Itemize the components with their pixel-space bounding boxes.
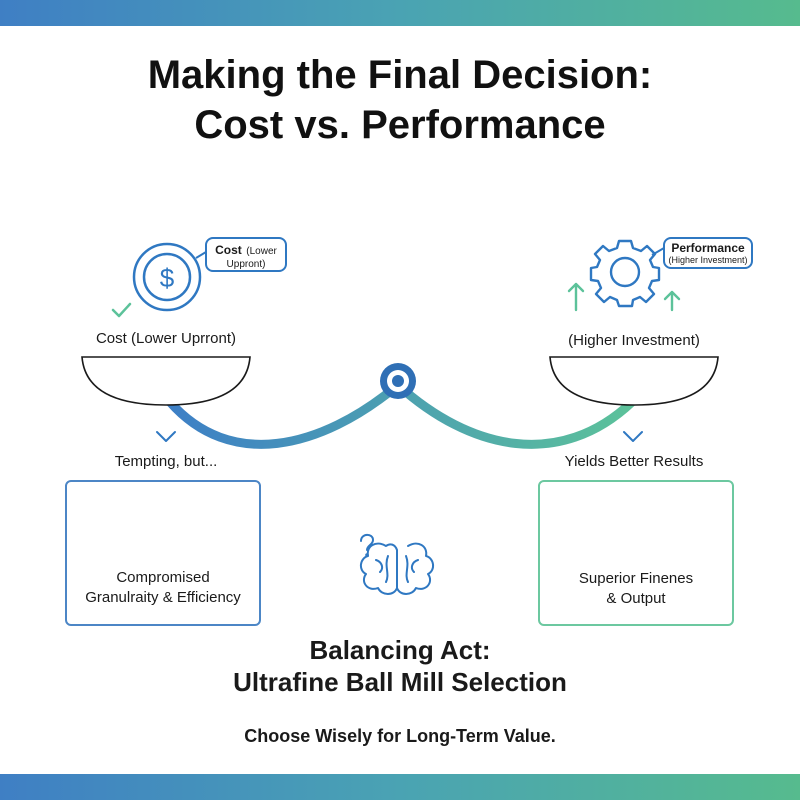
cost-tag — [205, 237, 287, 272]
cost-scale-pan — [81, 356, 251, 406]
bottom-gradient-band — [0, 774, 800, 800]
fulcrum-icon — [380, 363, 416, 399]
cost-consequence: Tempting, but... — [114, 453, 218, 470]
performance-card-line-1: Superior Finenes — [578, 570, 694, 587]
performance-chevron-icon — [623, 431, 643, 442]
performance-card-line-2: & Output — [606, 590, 666, 607]
footer-tagline: Choose Wisely for Long-Term Value. — [244, 726, 556, 746]
page-title: Making the Final Decision: Cost vs. Perf… — [0, 50, 800, 150]
performance-scale-pan — [549, 356, 719, 406]
performance-outcome-card: Superior Finenes & Output — [538, 480, 734, 626]
brain-question-icon — [360, 533, 434, 595]
dollar-coin-icon: $ — [132, 242, 202, 312]
cost-label: Cost (Lower Uprront) — [95, 330, 237, 347]
cost-outcome-card: Compromised Granulraity & Efficiency — [65, 480, 261, 626]
performance-tag-main: Performance — [671, 241, 745, 255]
gear-icon — [589, 239, 661, 308]
cost-card-line-2: Granulraity & Efficiency — [85, 589, 241, 606]
cost-tag-label: Cost (Lower Uppront) — [206, 241, 286, 270]
up-arrow-icon — [663, 290, 681, 312]
title-line-2: Cost vs. Performance — [194, 103, 606, 147]
cost-chevron-icon — [156, 431, 176, 442]
performance-tag-label: Performance (Higher Investment) — [664, 241, 752, 265]
performance-tag-sub: (Higher Investment) — [668, 255, 748, 265]
cost-card-line-1: Compromised — [116, 569, 210, 586]
balancing-act-heading: Balancing Act: — [309, 635, 491, 665]
top-gradient-band — [0, 0, 800, 26]
cost-tag-main: Cost — [215, 243, 242, 257]
ball-mill-selection-heading: Ultrafine Ball Mill Selection — [233, 667, 567, 697]
up-arrow-icon — [567, 282, 585, 312]
performance-label: (Higher Investment) — [568, 332, 700, 349]
cost-check-icon — [111, 302, 132, 318]
title-line-1: Making the Final Decision: — [147, 53, 653, 97]
performance-consequence: Yields Better Results — [564, 453, 704, 470]
svg-text:$: $ — [160, 263, 175, 293]
performance-tag — [663, 237, 753, 269]
cost-tag-sub: (Lower — [246, 246, 277, 257]
cost-tag-sub-2: Uppront) — [226, 259, 266, 270]
